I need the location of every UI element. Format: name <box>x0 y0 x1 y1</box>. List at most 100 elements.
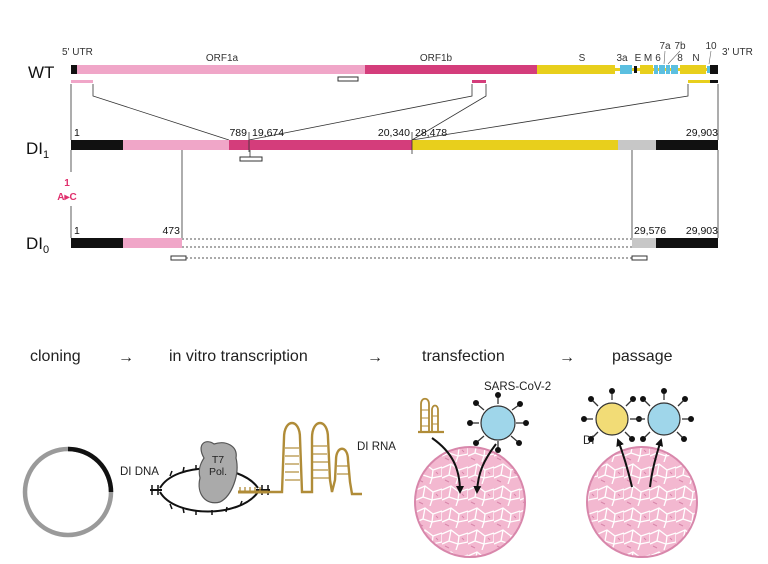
wt-fragment-3 <box>688 80 710 83</box>
orf7b-label: 7b <box>674 41 686 52</box>
utr3-label: 3' UTR <box>722 47 753 58</box>
di1-label: DI1 <box>26 139 49 161</box>
wt-m-block <box>640 65 653 74</box>
di0-pos-473: 473 <box>162 225 180 237</box>
workflow-steps: cloning → in vitro transcription → trans… <box>30 348 673 366</box>
di0-label: DI0 <box>26 234 49 256</box>
wt-s-block <box>537 65 615 74</box>
wt-utr5-block <box>71 65 77 74</box>
wt-n-block <box>680 65 706 74</box>
sars-cov-2-label: SARS-CoV-2 <box>484 381 551 393</box>
wt-orf1b-block <box>365 65 537 74</box>
wt-fragment-3-utr <box>710 80 718 83</box>
small-gene-leader-lines <box>663 50 712 65</box>
m-label: M <box>644 53 652 64</box>
e-label: E <box>635 53 642 64</box>
wt-orf10-block <box>707 66 710 73</box>
di0-construct: DI0 1 473 29,576 29,903 <box>26 225 718 261</box>
wt-orf7a-block <box>659 65 665 74</box>
di0-pos-end: 29,903 <box>686 225 718 237</box>
di1-to-di0-connectors <box>70 150 719 238</box>
di-virion-label: DI <box>583 435 595 447</box>
plasmid-illustration <box>22 446 114 538</box>
orf10-label: 10 <box>705 41 717 52</box>
t7-polymerase <box>198 441 238 504</box>
step-passage: passage <box>612 348 673 365</box>
dna-strand-bottom <box>159 491 259 513</box>
plasmid-di-insert <box>67 446 114 493</box>
di0-n-tail-block <box>632 238 656 248</box>
wt-to-di1-connectors <box>70 84 719 141</box>
mutation-position: 1 <box>64 178 70 189</box>
di1-pos-end: 29,903 <box>686 127 718 139</box>
passage-illustration: DI <box>581 388 698 558</box>
orf1b-label: ORF1b <box>420 53 453 64</box>
wt-orf7b-block <box>666 65 670 74</box>
di-exit-arrow <box>616 438 633 488</box>
orf3a-label: 3a <box>616 53 628 64</box>
di0-pos-start: 1 <box>74 225 80 237</box>
di1-primer-box <box>239 156 263 162</box>
orf6-label: 6 <box>655 53 661 64</box>
step-transfection: transfection <box>422 348 505 365</box>
rna-entry-arrow <box>431 437 464 494</box>
passage-cell <box>586 446 698 558</box>
transcription-illustration: DI DNA T7 Pol. D <box>120 421 396 515</box>
rna-transcript-ticks <box>239 487 261 492</box>
di1-pos-28478: 28,478 <box>415 127 447 139</box>
di1-orf1b-start-block <box>229 140 249 150</box>
di0-pos-29576: 29,576 <box>634 225 666 237</box>
di1-orf1a-block <box>123 140 229 150</box>
wt-orf3a-block <box>620 65 632 74</box>
di1-pos-789: 789 <box>229 127 247 139</box>
di1-pos-start: 1 <box>74 127 80 139</box>
orf7a-label: 7a <box>659 41 671 52</box>
pol-label: Pol. <box>209 466 227 478</box>
wt-orf6-block <box>654 65 658 74</box>
di-rna-hairpins <box>268 421 362 496</box>
s-label: S <box>579 53 586 64</box>
wt-label: WT <box>28 63 54 82</box>
wt-primer-box <box>337 76 359 82</box>
di1-pos-20340: 20,340 <box>378 127 410 139</box>
mutation-change: A▸C <box>57 192 76 203</box>
t7-label: T7 <box>212 454 224 466</box>
di0-orf1a-block <box>123 238 182 248</box>
di1-utr3-block <box>656 140 718 150</box>
di0-primer-box-left <box>170 255 187 261</box>
wt-utr3-block <box>710 65 718 74</box>
step-arrow-3: → <box>559 349 575 366</box>
wt-orf8-block <box>671 65 678 74</box>
mutation-annotation: 1 A▸C <box>57 178 76 203</box>
virus-exit-arrow <box>649 438 664 488</box>
di1-s-block <box>412 140 618 150</box>
transfection-illustration: SARS-CoV-2 <box>414 381 551 558</box>
orf8-label: 8 <box>677 53 683 64</box>
orf1a-label: ORF1a <box>206 53 239 64</box>
utr5-label: 5' UTR <box>62 47 93 58</box>
di0-utr5-block <box>71 238 123 248</box>
di-dna-label: DI DNA <box>120 466 159 478</box>
di1-n-tail-block <box>618 140 656 150</box>
di0-utr3-block <box>656 238 718 248</box>
wt-fragment-orf1b <box>472 80 486 83</box>
wt-e-block <box>634 66 637 73</box>
di1-utr5-block <box>71 140 123 150</box>
di1-construct: DI1 1 789 19,674 20,340 28,478 29,903 <box>26 127 718 162</box>
di0-primer-box-right <box>631 255 648 261</box>
transfection-cell <box>414 446 526 558</box>
wt-fragment-5 <box>71 80 93 83</box>
step-arrow-2: → <box>367 349 383 366</box>
step-arrow-1: → <box>118 349 134 366</box>
transfection-rna-icon <box>420 397 439 432</box>
step-cloning: cloning <box>30 348 81 365</box>
wt-genome-map: WT 5' UTR 3' UTR ORF1a ORF1b S 3a E M 6 … <box>28 41 753 83</box>
n-label: N <box>692 53 699 64</box>
step-transcription: in vitro transcription <box>169 348 308 365</box>
wt-orf1a-block <box>77 65 365 74</box>
virus-entry-arrow <box>473 443 497 494</box>
di-rna-label: DI RNA <box>357 441 396 453</box>
di1-orf1b-block <box>249 140 412 150</box>
di-rna-stem-rungs <box>285 445 349 481</box>
